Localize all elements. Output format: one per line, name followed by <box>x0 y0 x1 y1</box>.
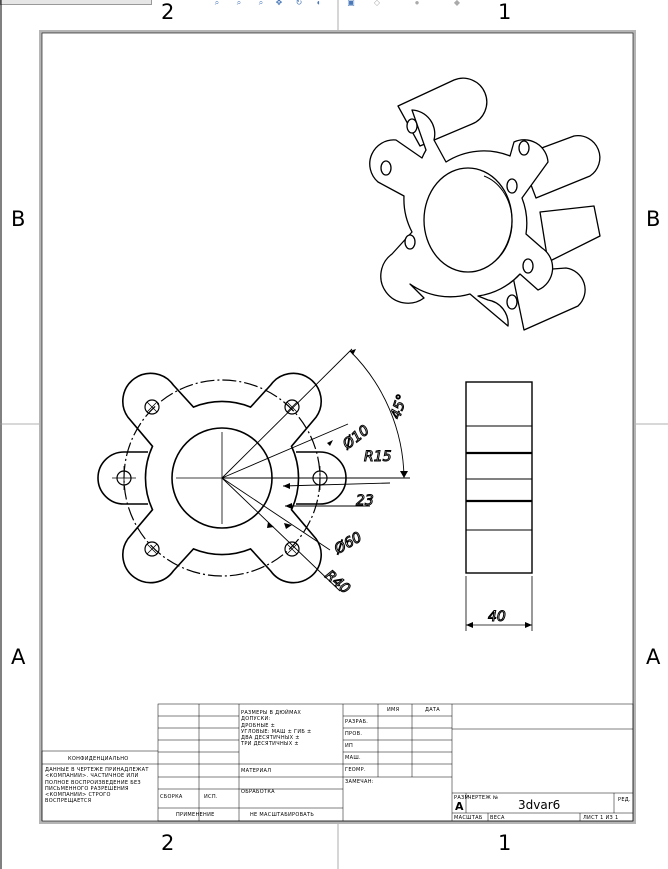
zone-label-right-a: A <box>646 645 661 669</box>
zoom-area-icon[interactable]: ⌕ <box>236 0 242 6</box>
appearance-icon[interactable]: ● <box>414 0 420 6</box>
scene-icon[interactable]: ◆ <box>453 0 461 6</box>
do-not-scale-label: НЕ МАСШТАБИРОВАТЬ <box>250 812 315 818</box>
application-label: ПРИМЕНЕНИЕ <box>176 812 215 818</box>
front-view: 45° Ø10 R15 23 Ø60 R40 <box>97 348 411 598</box>
size-label: РАЗМ <box>454 795 470 801</box>
weight-label: ВЕСА <box>490 815 505 821</box>
drawing-number-value[interactable]: 3dvar6 <box>518 798 561 812</box>
zoom-to-fit-icon[interactable]: ⌕ <box>214 0 220 6</box>
next-assembly-label: СБОРКА <box>160 794 183 800</box>
zone-label-top-1: 1 <box>498 0 512 24</box>
scale-label: МАСШТАБ <box>454 815 483 821</box>
bore-diameter-dimension[interactable]: Ø60 <box>330 529 365 559</box>
zone-label-bottom-2: 2 <box>161 831 175 855</box>
title-block <box>41 703 634 822</box>
role-checked: ПРОВ. <box>345 731 363 737</box>
confidential-heading: КОНФИДЕНЦИАЛЬНО <box>68 756 129 762</box>
role-engineering: ИП <box>345 743 354 749</box>
rotate-icon[interactable]: ↻ <box>295 0 303 6</box>
tolerance-notes: РАЗМЕРЫ В ДЮЙМАХ ДОПУСКИ: ДРОБНЫЕ ± УГЛО… <box>241 710 312 748</box>
lobe-radius-dimension[interactable]: R15 <box>364 449 393 466</box>
hide-show-icon[interactable]: ◇ <box>373 0 381 6</box>
used-on-label: ИСП. <box>204 794 218 800</box>
view-orientation-icon[interactable]: ◐ <box>316 0 322 6</box>
sheet-label: ЛИСТ 1 ИЗ 1 <box>583 815 619 821</box>
drawing-number-label: ЧЕРТЕЖ № <box>468 795 499 801</box>
revision-label: РЕД. <box>618 797 631 803</box>
size-value: A <box>455 800 464 813</box>
isometric-view <box>369 77 601 331</box>
bolt-radius-dimension[interactable]: R40 <box>321 567 353 598</box>
zone-label-left-b: B <box>11 207 26 231</box>
role-manufacturing: МАШ. <box>345 755 361 761</box>
offset-dimension[interactable]: 23 <box>356 493 375 510</box>
finish-label: ОБРАБОТКА <box>241 789 275 795</box>
display-style-icon[interactable]: ▣ <box>347 0 355 6</box>
pan-icon[interactable]: ✥ <box>275 0 283 6</box>
role-drawn: РАЗРАБ. <box>345 719 369 725</box>
name-header: ИМЯ <box>387 707 400 713</box>
role-qa: ГЕОМР. <box>345 767 366 773</box>
zoom-icon[interactable]: ⌕ <box>258 0 264 6</box>
role-comments: ЗАМЕЧАН: <box>345 779 374 785</box>
confidential-text: ДАННЫЕ В ЧЕРТЕЖЕ ПРИНАДЛЕЖАТ <КОМПАНИИ>.… <box>45 767 149 805</box>
zone-label-bottom-1: 1 <box>498 831 512 855</box>
zone-label-right-b: B <box>646 207 661 231</box>
zone-label-left-a: A <box>11 645 26 669</box>
thickness-dimension[interactable]: 40 <box>488 609 507 626</box>
angle-dimension[interactable]: 45° <box>387 392 411 422</box>
zone-label-top-2: 2 <box>161 0 175 24</box>
date-header: ДАТА <box>425 707 441 713</box>
side-view: 40 <box>465 381 533 631</box>
material-label: МАТЕРИАЛ <box>241 768 272 774</box>
